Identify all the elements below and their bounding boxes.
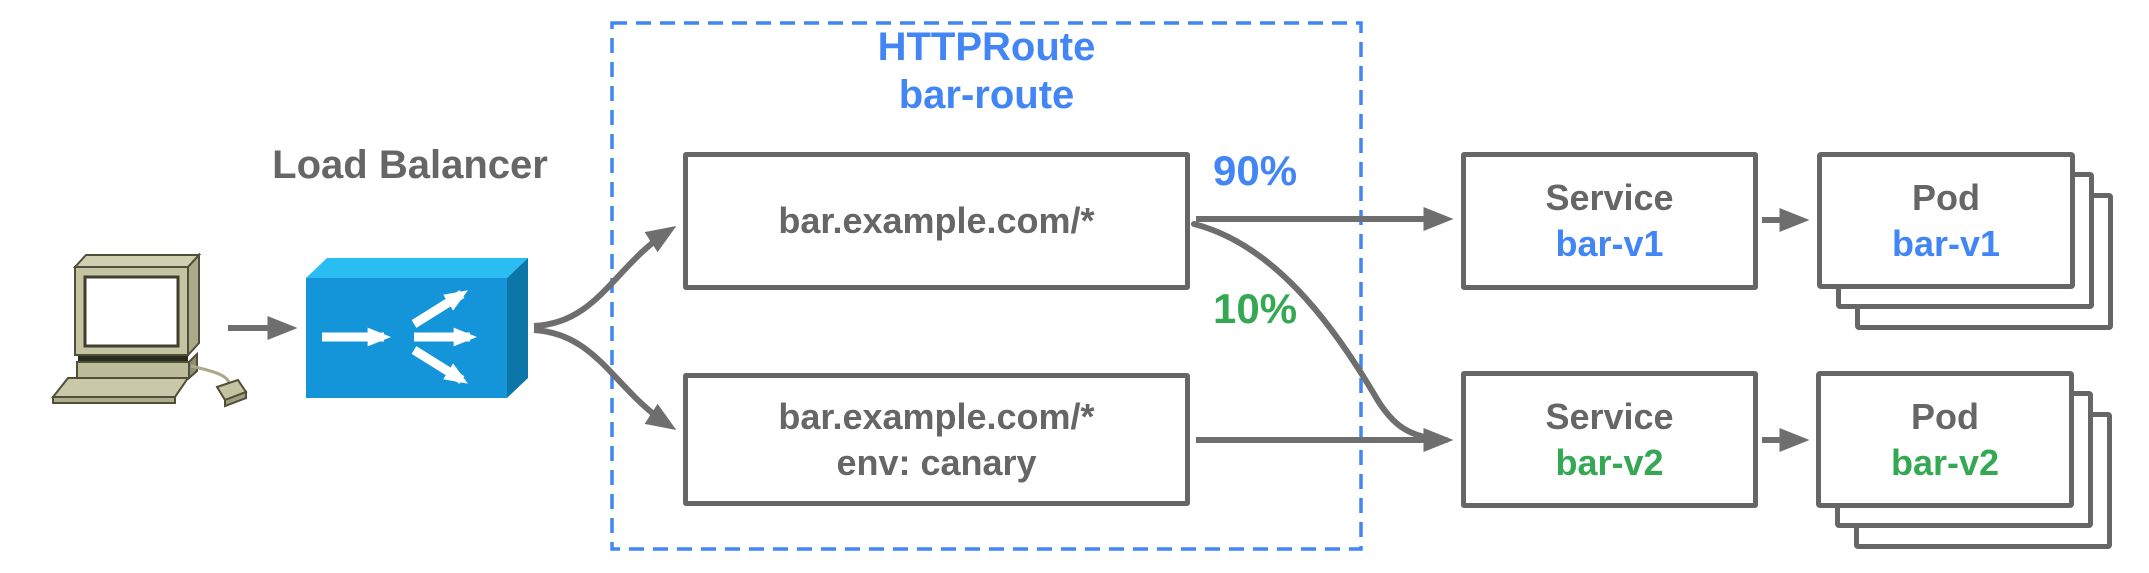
route-rule-box-1: bar.example.com/* [683, 152, 1190, 290]
service-1-name: bar-v1 [1555, 223, 1664, 264]
traffic-split-curve-to-service2 [1191, 221, 1449, 443]
lb-side-face [507, 258, 528, 398]
service-1-kind: Service [1545, 177, 1674, 218]
pod-1-name: bar-v1 [1891, 222, 2001, 264]
weight-label-90: 90% [1213, 147, 1298, 194]
pod-card-front: Pod bar-v2 [1816, 371, 2074, 508]
service-2-kind: Service [1545, 395, 1674, 437]
load-balancer-label: Load Balancer [272, 143, 548, 187]
service-2-name: bar-v2 [1555, 441, 1664, 483]
weight-label-10: 10% [1213, 285, 1298, 332]
route-rule-1-match: bar.example.com/* [778, 200, 1095, 241]
httproute-name: bar-route [898, 73, 1075, 117]
httproute-title: HTTPRoute bar-route [612, 23, 1361, 119]
pod-2-name: bar-v2 [1890, 441, 2000, 483]
httproute-kind: HTTPRoute [877, 25, 1096, 69]
lb-top-face [306, 258, 528, 278]
service-box-bar-v1: Service bar-v1 [1461, 152, 1758, 290]
route-rule-box-2: bar.example.com/* env: canary [683, 373, 1190, 506]
pod-card-front: Pod bar-v1 [1817, 152, 2075, 289]
load-balancer-icon [306, 258, 528, 398]
route-rule-2-match: bar.example.com/* [778, 395, 1095, 437]
pod-2-kind: Pod [1911, 395, 1979, 437]
pod-stack-bar-v1: Pod bar-v1 [1817, 152, 2117, 332]
desktop-computer-icon [50, 252, 248, 408]
service-box-bar-v2: Service bar-v2 [1461, 371, 1758, 508]
route-rule-2-header: env: canary [836, 441, 1037, 483]
arrow-lb-to-rule1 [533, 225, 677, 329]
arrow-lb-to-rule2 [533, 327, 677, 431]
pod-stack-bar-v2: Pod bar-v2 [1816, 371, 2116, 551]
pod-1-kind: Pod [1912, 176, 1980, 218]
